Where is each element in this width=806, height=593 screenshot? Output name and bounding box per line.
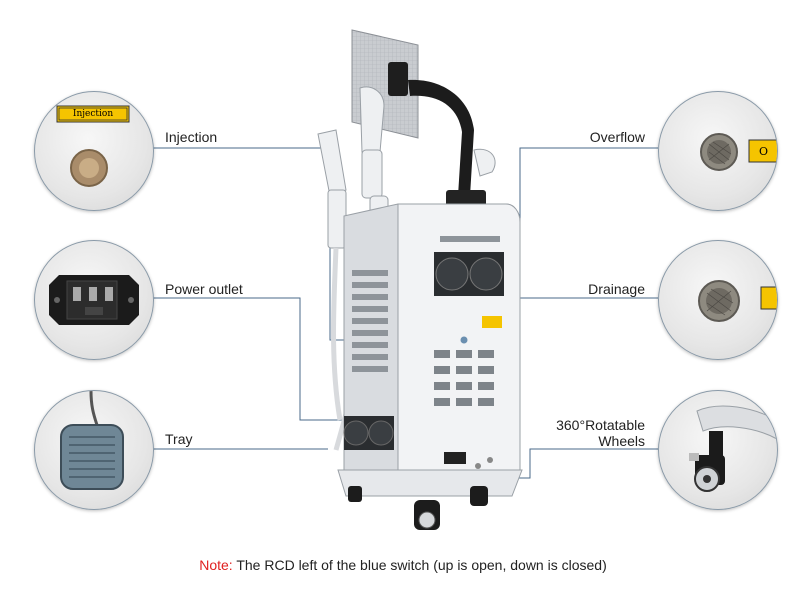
tray-photo — [34, 390, 154, 510]
power-socket-icon — [49, 275, 139, 325]
callout-label-wheels-line2: Wheels — [598, 433, 645, 449]
callout-label-tray: Tray — [165, 431, 193, 447]
overflow-sticker-text: O — [759, 145, 769, 158]
overflow-photo: O — [658, 91, 778, 211]
callout-label-wheels: 360°Rotatable Wheels — [525, 417, 645, 449]
injection-sticker-text: Injection — [72, 109, 114, 119]
callout-label-drainage: Drainage — [588, 281, 645, 297]
callout-label-power-outlet: Power outlet — [165, 281, 243, 297]
power-outlet-photo — [34, 240, 154, 360]
callout-label-wheels-line1: 360°Rotatable — [556, 417, 645, 433]
callout-label-injection: Injection — [165, 129, 218, 145]
machine-body — [337, 203, 523, 530]
foot-pedal-icon — [60, 391, 124, 490]
footnote-key: Note: — [199, 557, 233, 573]
callout-label-overflow: Overflow — [589, 129, 645, 145]
drainage-photo — [658, 240, 778, 360]
footnote-text: The RCD left of the blue switch (up is o… — [232, 557, 607, 573]
wheels-photo — [658, 390, 778, 510]
caster-wheel-icon — [689, 405, 777, 492]
footnote: Note: The RCD left of the blue switch (u… — [0, 557, 806, 573]
handpieces — [317, 86, 496, 249]
injection-photo: Injection — [34, 91, 154, 211]
